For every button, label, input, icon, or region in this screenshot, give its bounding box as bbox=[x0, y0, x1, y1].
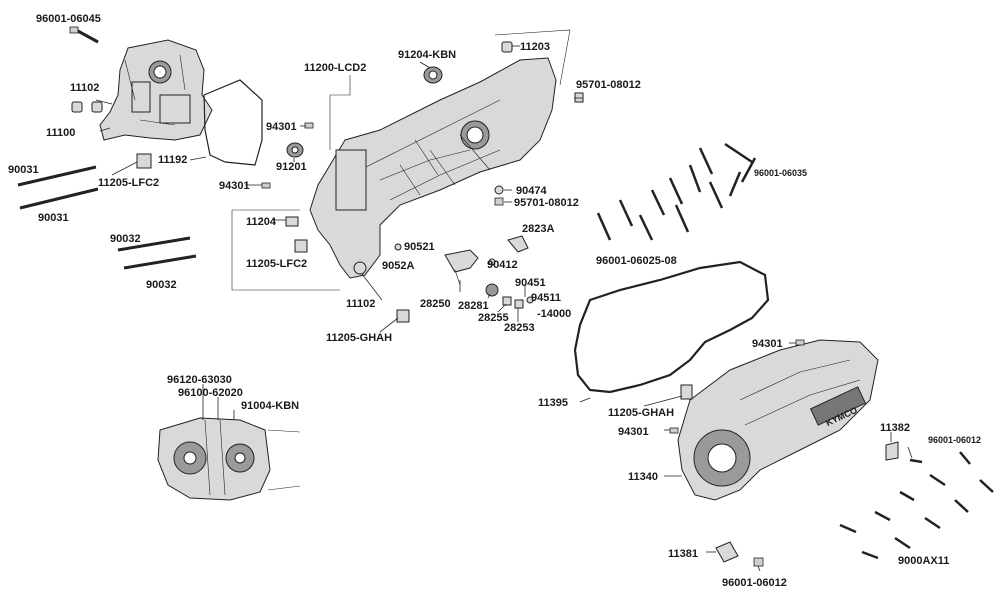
washer-90474 bbox=[494, 185, 504, 195]
label-94301-b: 94301 bbox=[219, 180, 250, 192]
leader-lines bbox=[95, 45, 913, 572]
label-28253: 28253 bbox=[504, 322, 535, 334]
oil-seal-91204-kbn-hole bbox=[428, 70, 438, 80]
kick-starter-parts bbox=[394, 235, 534, 309]
right-crankcase-drawing bbox=[309, 57, 557, 279]
label-90032-a: 90032 bbox=[110, 233, 141, 245]
label-94301-d: 94301 bbox=[618, 426, 649, 438]
bushing-11205-ghah-b bbox=[680, 384, 693, 400]
label-11340: 11340 bbox=[628, 471, 658, 483]
bushing-11205-lfc2-b bbox=[294, 239, 308, 253]
dowel-pins-11102 bbox=[71, 101, 103, 113]
clutch-cover-drawing: KYMCO bbox=[677, 339, 879, 501]
label-11382: 11382 bbox=[880, 422, 910, 434]
label-28281: 28281 bbox=[458, 300, 489, 312]
label-96001-06012-b: 96001-06012 bbox=[722, 577, 787, 589]
leader-frame-11204 bbox=[231, 209, 340, 291]
label-14000: -14000 bbox=[537, 308, 571, 320]
screw-94301-c bbox=[795, 339, 805, 346]
label-90474: 90474 bbox=[516, 185, 547, 197]
label-96001-06045: 96001-06045 bbox=[36, 13, 101, 25]
label-2823a: 2823A bbox=[522, 223, 554, 235]
label-28255: 28255 bbox=[478, 312, 509, 324]
label-11203: 11203 bbox=[520, 41, 550, 53]
inset-cover-drawing bbox=[157, 417, 301, 501]
label-11205-lfc2-b: 11205-LFC2 bbox=[246, 258, 307, 270]
bushing-11203 bbox=[501, 41, 513, 53]
pin-11204 bbox=[285, 216, 299, 227]
label-11205-lfc2-a: 11205-LFC2 bbox=[98, 177, 159, 189]
bolt-96001-06012-b bbox=[753, 557, 764, 567]
screw-94301-d bbox=[669, 427, 679, 434]
label-96001-06035: 96001-06035 bbox=[754, 168, 807, 178]
label-11204: 11204 bbox=[246, 216, 277, 228]
label-90451: 90451 bbox=[515, 277, 546, 289]
label-11205-ghah-a: 11205-GHAH bbox=[326, 332, 392, 344]
label-90031-a: 90031 bbox=[8, 164, 39, 176]
label-95701-08012-a: 95701-08012 bbox=[576, 79, 641, 91]
bracket-11382 bbox=[885, 441, 899, 461]
stud-bolts-90032 bbox=[117, 236, 197, 270]
label-11102-a: 11102 bbox=[70, 82, 99, 94]
gasket-11395 bbox=[573, 260, 770, 394]
label-90412: 90412 bbox=[487, 259, 518, 271]
oil-seal-91201-hole bbox=[291, 146, 299, 154]
bracket-11381 bbox=[715, 541, 739, 563]
label-11395: 11395 bbox=[538, 397, 568, 409]
label-96120-63030: 96120-63030 bbox=[167, 374, 232, 386]
screw-94301-b bbox=[261, 182, 271, 189]
label-11102-b: 11102 bbox=[346, 298, 375, 310]
label-90031-b: 90031 bbox=[38, 212, 69, 224]
label-28250: 28250 bbox=[420, 298, 451, 310]
screw-94301-a bbox=[304, 122, 314, 129]
label-96001-06012-a: 96001-06012 bbox=[928, 435, 981, 445]
label-96001-06025-08: 96001-06025-08 bbox=[596, 255, 677, 267]
label-96100-62020: 96100-62020 bbox=[178, 387, 243, 399]
bolt-95701-08012-a bbox=[574, 92, 584, 103]
label-94301-a: 94301 bbox=[266, 121, 297, 133]
bolt-cluster-96001-06025-08 bbox=[596, 142, 757, 241]
label-90032-b: 90032 bbox=[146, 279, 177, 291]
leader-frame-11200 bbox=[329, 29, 571, 150]
label-11100: 11100 bbox=[46, 127, 75, 139]
label-91201: 91201 bbox=[276, 161, 307, 173]
label-94511: 94511 bbox=[531, 292, 561, 304]
label-9052a: 9052A bbox=[382, 260, 414, 272]
label-11381: 11381 bbox=[668, 548, 698, 560]
label-11200-lcd2: 11200-LCD2 bbox=[304, 62, 366, 74]
label-94301-c: 94301 bbox=[752, 338, 783, 350]
bolt-cluster-9000ax11 bbox=[839, 451, 994, 560]
left-crankcase-drawing bbox=[99, 39, 213, 141]
bushing-11205-ghah bbox=[396, 309, 410, 323]
gasket-11192 bbox=[203, 79, 263, 166]
label-91004-kbn: 91004-KBN bbox=[241, 400, 299, 412]
label-90521: 90521 bbox=[404, 241, 435, 253]
bolt-96001-06045 bbox=[69, 26, 99, 44]
label-9000ax11: 9000AX11 bbox=[898, 555, 949, 567]
bushing-11205-lfc2 bbox=[136, 153, 152, 169]
bolt-95701-08012-b bbox=[494, 197, 504, 206]
stud-bolts-90031 bbox=[17, 165, 99, 210]
label-95701-08012-b: 95701-08012 bbox=[514, 197, 579, 209]
label-11192: 11192 bbox=[158, 154, 187, 166]
label-91204-kbn: 91204-KBN bbox=[398, 49, 456, 61]
label-11205-ghah-b: 11205-GHAH bbox=[608, 407, 674, 419]
